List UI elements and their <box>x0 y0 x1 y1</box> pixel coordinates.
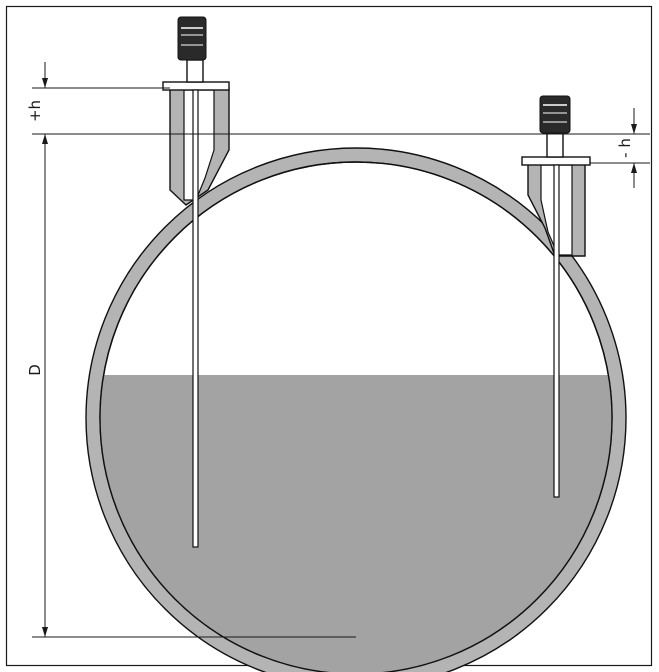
sensor-right-rod <box>553 164 560 498</box>
sensor-left-flange <box>162 81 230 91</box>
label-d: D <box>26 364 44 376</box>
label-plus-h: +h <box>26 100 44 122</box>
tank-inner-outline <box>99 161 613 672</box>
sensor-right <box>521 95 591 498</box>
sensor-left-rod <box>192 89 199 548</box>
sensor-left-head <box>177 16 207 61</box>
dimension-arrows <box>42 78 637 637</box>
sensor-right-neck <box>546 132 564 158</box>
sensor-left <box>162 16 230 548</box>
sensor-left-neck <box>186 59 204 83</box>
label-minus-h: - h <box>616 138 634 158</box>
liquid-fill <box>100 375 612 672</box>
sensor-right-flange <box>521 156 591 166</box>
sensor-right-head <box>539 95 571 134</box>
